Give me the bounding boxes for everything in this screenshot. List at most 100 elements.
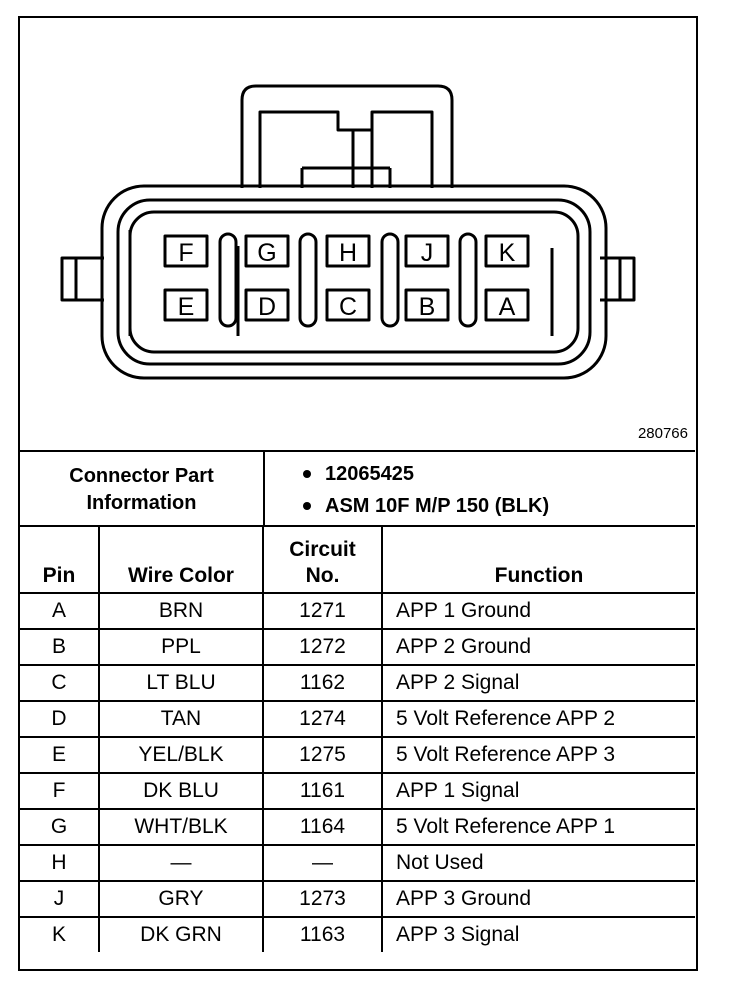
cell-pin: J: [20, 880, 100, 918]
locking-tab: [240, 84, 454, 188]
cavity-A: [484, 288, 530, 322]
cell-wire-color: YEL/BLK: [98, 736, 264, 774]
table-header-row: Pin Wire Color Circuit No. Function: [20, 525, 695, 594]
cell-function: APP 1 Ground: [381, 592, 695, 630]
cell-wire-color: LT BLU: [98, 664, 264, 702]
table-row: B PPL 1272 APP 2 Ground: [20, 628, 695, 666]
cell-circuit: 1161: [262, 772, 383, 810]
connector-info-label-line2: Information: [86, 491, 197, 514]
connector-outer-shell: [100, 184, 608, 380]
connector-info-item: ASM 10F M/P 150 (BLK): [303, 490, 549, 522]
header-pin: Pin: [20, 525, 100, 594]
connector-info-label-line1: Connector Part: [69, 464, 214, 487]
cavity-B: [404, 288, 450, 322]
table-row: C LT BLU 1162 APP 2 Signal: [20, 664, 695, 702]
cell-pin: K: [20, 916, 100, 952]
pin-table: Pin Wire Color Circuit No. Function A BR…: [20, 525, 695, 952]
cell-pin: H: [20, 844, 100, 882]
table-row: J GRY 1273 APP 3 Ground: [20, 880, 695, 918]
pin-label-C: C: [339, 293, 357, 321]
pin-label-E: E: [178, 293, 195, 321]
cell-function: APP 2 Signal: [381, 664, 695, 702]
rib-2: [298, 232, 318, 328]
figure-number: 280766: [637, 425, 688, 442]
header-circuit-line2: No.: [305, 564, 340, 587]
bullet-icon: [303, 502, 311, 510]
cell-function: 5 Volt Reference APP 3: [381, 736, 695, 774]
part-number: 12065425: [325, 462, 414, 485]
table-row: D TAN 1274 5 Volt Reference APP 2: [20, 700, 695, 738]
header-function: Function: [381, 525, 695, 594]
pin-label-F: F: [178, 239, 193, 267]
cavity-C: [325, 288, 371, 322]
locking-tab-inner: [258, 110, 355, 188]
cell-circuit: 1275: [262, 736, 383, 774]
cell-wire-color: WHT/BLK: [98, 808, 264, 846]
right-ear: [600, 256, 636, 302]
cell-function: 5 Volt Reference APP 2: [381, 700, 695, 738]
cavity-J: [404, 234, 450, 268]
cell-circuit: 1271: [262, 592, 383, 630]
cell-wire-color: PPL: [98, 628, 264, 666]
cell-pin: B: [20, 628, 100, 666]
cell-pin: D: [20, 700, 100, 738]
connector-part-info: Connector Part Information 12065425 ASM …: [20, 450, 695, 527]
pin-label-A: A: [499, 293, 516, 321]
bullet-icon: [303, 470, 311, 478]
cell-function: 5 Volt Reference APP 1: [381, 808, 695, 846]
connector-description: ASM 10F M/P 150 (BLK): [325, 494, 550, 517]
connector-inner-shell: [116, 198, 592, 366]
table-row: E YEL/BLK 1275 5 Volt Reference APP 3: [20, 736, 695, 774]
pin-label-K: K: [499, 239, 516, 267]
cell-pin: A: [20, 592, 100, 630]
pin-label-G: G: [257, 239, 276, 267]
cell-pin: C: [20, 664, 100, 702]
cavity-D: [244, 288, 290, 322]
cell-circuit: 1164: [262, 808, 383, 846]
connector-info-label: Connector Part Information: [20, 452, 265, 527]
cell-circuit: 1162: [262, 664, 383, 702]
table-row: G WHT/BLK 1164 5 Volt Reference APP 1: [20, 808, 695, 846]
cell-pin: G: [20, 808, 100, 846]
cell-function: APP 3 Signal: [381, 916, 695, 952]
connector-face-drawing: F G H J K E D C B A: [60, 84, 636, 380]
rib-4: [458, 232, 478, 328]
cell-pin: F: [20, 772, 100, 810]
header-wire-color: Wire Color: [98, 525, 264, 594]
header-circuit: Circuit No.: [262, 525, 383, 594]
cell-circuit: 1163: [262, 916, 383, 952]
cell-circuit: —: [262, 844, 383, 882]
cell-function: APP 1 Signal: [381, 772, 695, 810]
pin-label-D: D: [258, 293, 276, 321]
cell-function: APP 3 Ground: [381, 880, 695, 918]
cell-wire-color: DK BLU: [98, 772, 264, 810]
cell-circuit: 1274: [262, 700, 383, 738]
table-row: K DK GRN 1163 APP 3 Signal: [20, 916, 695, 952]
cell-function: Not Used: [381, 844, 695, 882]
header-circuit-line1: Circuit: [289, 538, 356, 561]
cavity-F: [163, 234, 209, 268]
cell-circuit: 1272: [262, 628, 383, 666]
cavity-K: [484, 234, 530, 268]
connector-sheet: F G H J K E D C B A 280766 Connector Par…: [18, 16, 698, 971]
pin-label-B: B: [419, 293, 436, 321]
cell-function: APP 2 Ground: [381, 628, 695, 666]
cell-pin: E: [20, 736, 100, 774]
table-row: H — — Not Used: [20, 844, 695, 882]
cell-wire-color: BRN: [98, 592, 264, 630]
cell-circuit: 1273: [262, 880, 383, 918]
cell-wire-color: —: [98, 844, 264, 882]
cell-wire-color: DK GRN: [98, 916, 264, 952]
connector-diagram: F G H J K E D C B A 280766: [20, 18, 700, 450]
rib-1: [218, 232, 238, 328]
pin-label-J: J: [421, 239, 434, 267]
cell-wire-color: TAN: [98, 700, 264, 738]
connector-info-list: 12065425 ASM 10F M/P 150 (BLK): [303, 458, 549, 522]
cell-wire-color: GRY: [98, 880, 264, 918]
connector-info-item: 12065425: [303, 458, 549, 490]
cavity-H: [325, 234, 371, 268]
table-row: A BRN 1271 APP 1 Ground: [20, 592, 695, 630]
left-ear: [60, 256, 104, 302]
rib-3: [380, 232, 400, 328]
table-row: F DK BLU 1161 APP 1 Signal: [20, 772, 695, 810]
